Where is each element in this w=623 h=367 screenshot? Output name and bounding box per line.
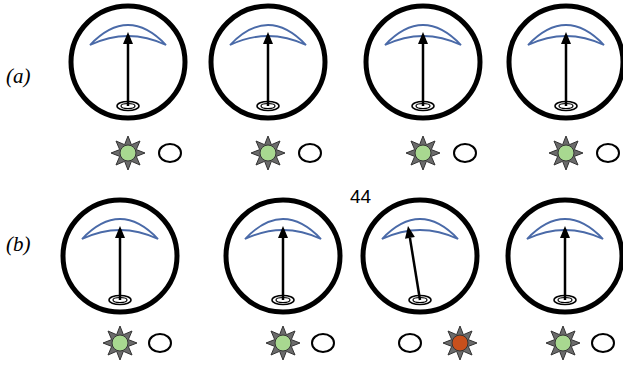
lamp-off — [592, 334, 614, 352]
lamp-light — [452, 335, 468, 351]
pointer-head — [560, 226, 570, 238]
gauge-dial — [226, 200, 340, 312]
gauge-dial — [63, 200, 177, 312]
lamp-on — [549, 136, 583, 170]
pointer-head — [405, 226, 415, 239]
lamp-light — [555, 335, 571, 351]
pointer-needle — [267, 44, 270, 106]
gauge-scale — [230, 25, 306, 45]
lamp-on — [266, 326, 300, 360]
gauge-scale — [528, 25, 604, 45]
pointer-needle — [127, 44, 130, 106]
pointer-head — [263, 32, 273, 44]
gauge-dial — [211, 6, 325, 118]
gauge-scale — [527, 219, 603, 239]
lamp-light — [558, 145, 574, 161]
pointer-head — [418, 32, 428, 44]
lamp-on — [103, 326, 137, 360]
lamp-light — [415, 145, 431, 161]
pointer-head — [278, 226, 288, 238]
pointer-head — [123, 32, 133, 44]
lamp-off — [597, 144, 619, 162]
lamp-on — [546, 326, 580, 360]
gauge-scale — [82, 219, 158, 239]
pointer-needle — [410, 238, 420, 300]
pointer-needle — [564, 238, 567, 300]
gauge-scale — [90, 25, 166, 45]
gauge-scale — [245, 219, 321, 239]
pointer-needle — [422, 44, 425, 106]
pointer-head — [115, 226, 125, 238]
pointer-head — [561, 32, 571, 44]
lamp-off — [159, 144, 181, 162]
pointer-needle — [119, 238, 122, 300]
lamp-off — [299, 144, 321, 162]
callout-number: 44 — [350, 186, 371, 208]
lamp-off — [454, 144, 476, 162]
gauge-dial — [509, 6, 623, 118]
lamp-light — [112, 335, 128, 351]
lamp-off — [149, 334, 171, 352]
lamp-on — [251, 136, 285, 170]
gauge-scale — [385, 25, 461, 45]
lamp-light — [260, 145, 276, 161]
row-label: (a) — [6, 64, 31, 89]
gauge-dial — [71, 6, 185, 118]
pointer-needle — [565, 44, 568, 106]
lamp-light — [275, 335, 291, 351]
lamp-on — [406, 136, 440, 170]
lamp-light — [120, 145, 136, 161]
row-label: (b) — [6, 232, 31, 257]
lamp-off — [312, 334, 334, 352]
gauge-dial — [508, 200, 622, 312]
gauge-dial — [363, 200, 477, 312]
lamp-on — [111, 136, 145, 170]
gauge-scale — [382, 219, 458, 239]
lamp-off — [399, 334, 421, 352]
gauge-dial — [366, 6, 480, 118]
lamp-on — [443, 326, 477, 360]
pointer-needle — [282, 238, 285, 300]
